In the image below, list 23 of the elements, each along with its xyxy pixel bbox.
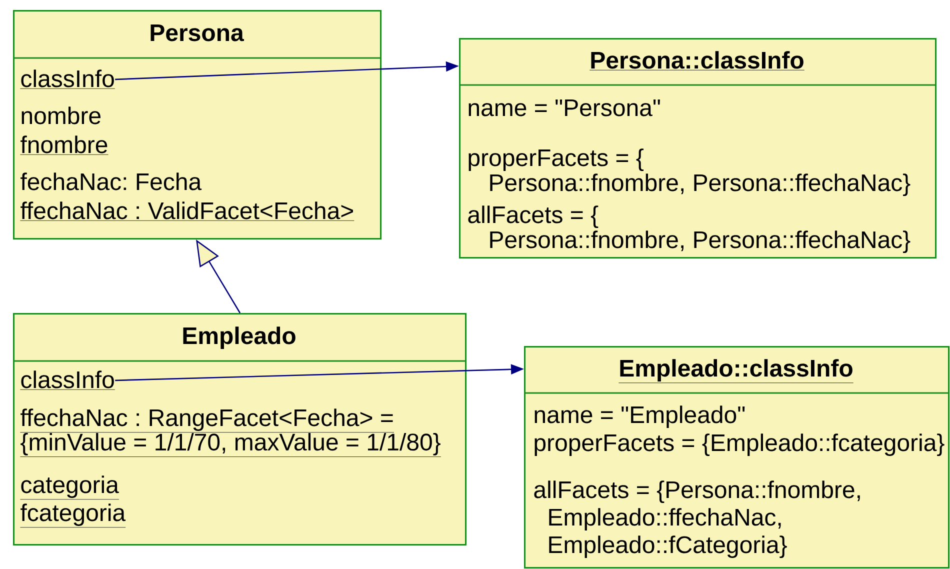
value-text: properFacets = {Empleado::fcategoria} (534, 434, 944, 456)
class-name: Persona::classInfo (589, 51, 805, 70)
attribute-text: classInfo (20, 370, 116, 390)
attribute-text: fcategoria (20, 504, 126, 528)
class-name: Persona (150, 24, 244, 42)
class-name: Empleado::classInfo (618, 359, 854, 384)
attribute-text: classInfo (20, 70, 116, 89)
class-box (13, 10, 382, 240)
attribute-text: ffechaNac : RangeFacet<Fecha> = {minValue = 1/1/70, maxValue = 1/1/80} (20, 408, 442, 457)
value-text: allFacets = {Persona::fnombre, Empleado::ffechaNac, Empleado::fCategoria} (534, 480, 860, 558)
class-box (459, 38, 936, 258)
class-box (13, 313, 466, 546)
class-box (524, 346, 950, 568)
class-name: Empleado (183, 326, 296, 349)
attribute-text: nombre (22, 106, 100, 124)
value-text: name = "Empleado" (534, 406, 745, 428)
value-text: allFacets = { Persona::fnombre, Persona::ffechaNac} (468, 206, 910, 253)
attribute-text: categoria (20, 476, 120, 500)
attribute-text: fechaNac: Fecha (20, 172, 202, 190)
attribute-text: ffechaNac : ValidFacet<Fecha> (20, 202, 354, 221)
value-text: name = "Persona" (468, 99, 660, 116)
attribute-text: fnombre (20, 136, 108, 155)
value-text: properFacets = { Persona::fnombre, Persona::ffechaNac} (468, 148, 910, 196)
